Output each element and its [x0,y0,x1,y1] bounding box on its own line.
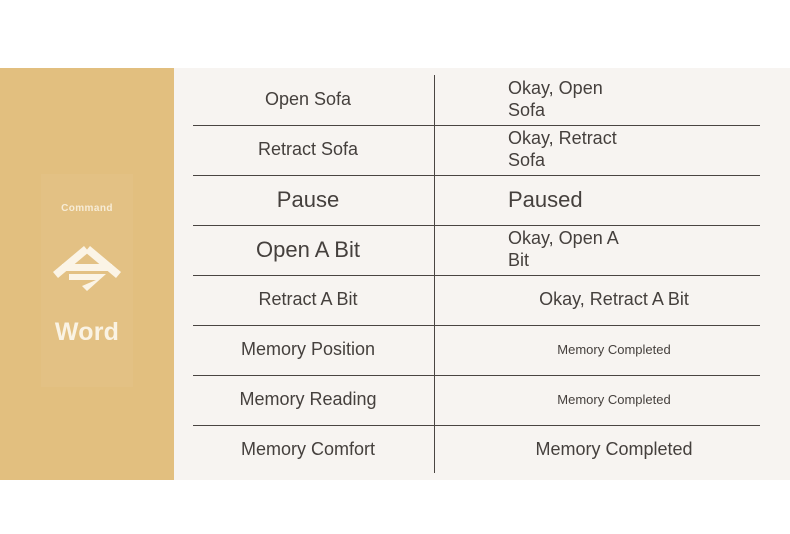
response-cell: Memory Completed [434,325,790,375]
response-cell: Okay, Open A Bit [434,225,790,275]
command-text: Memory Position [240,339,376,360]
sidebar-command-label: Command [61,202,113,214]
ling-command-character-icon [51,236,123,294]
table-row[interactable]: Open A Bit Okay, Open A Bit [174,225,790,275]
response-text: Memory Completed [535,439,693,460]
response-text: Okay, Open Sofa [508,78,603,120]
command-text: Retract Sofa [257,139,359,160]
response-text: Okay, Retract Sofa [508,128,617,170]
row-divider [193,225,760,226]
command-cell: Open A Bit [174,225,434,275]
response-cell: Okay, Retract A Bit [434,275,790,325]
sidebar-word-label: Word [54,317,120,346]
response-text: Memory Completed [557,392,671,408]
response-text: Okay, Open A Bit [508,228,619,270]
command-text: Memory Comfort [240,439,375,460]
table-row[interactable]: Open Sofa Okay, Open Sofa [174,75,790,125]
command-text: Open Sofa [264,89,352,110]
table-row[interactable]: Memory Reading Memory Completed [174,375,790,425]
command-text: Pause [276,186,340,212]
command-cell: Open Sofa [174,75,434,125]
row-divider [193,125,760,126]
command-cell: Memory Comfort [174,425,434,475]
response-text: Paused [508,186,583,212]
command-text: Memory Reading [239,389,377,410]
command-cell: Pause [174,175,434,225]
table-row[interactable]: Memory Position Memory Completed [174,325,790,375]
command-text: Retract A Bit [258,289,358,310]
row-divider [193,275,760,276]
command-cell: Retract Sofa [174,125,434,175]
response-text: Okay, Retract A Bit [539,289,689,310]
command-cell: Memory Reading [174,375,434,425]
command-cell: Retract A Bit [174,275,434,325]
response-cell: Paused [434,175,790,225]
row-divider [193,325,760,326]
response-cell: Okay, Open Sofa [434,75,790,125]
row-divider [193,425,760,426]
row-divider [193,375,760,376]
sidebar-content: Command Word [0,68,174,480]
response-text: Memory Completed [557,342,671,358]
table-row[interactable]: Memory Comfort Memory Completed [174,425,790,475]
sidebar: Command Word [0,68,174,480]
row-divider [193,175,760,176]
command-text: Open A Bit [256,236,360,262]
table-row[interactable]: Retract A Bit Okay, Retract A Bit [174,275,790,325]
response-cell: Memory Completed [434,375,790,425]
column-divider [434,75,435,473]
table-row[interactable]: Retract Sofa Okay, Retract Sofa [174,125,790,175]
response-cell: Memory Completed [434,425,790,475]
table-row[interactable]: Pause Paused [174,175,790,225]
command-cell: Memory Position [174,325,434,375]
response-cell: Okay, Retract Sofa [434,125,790,175]
